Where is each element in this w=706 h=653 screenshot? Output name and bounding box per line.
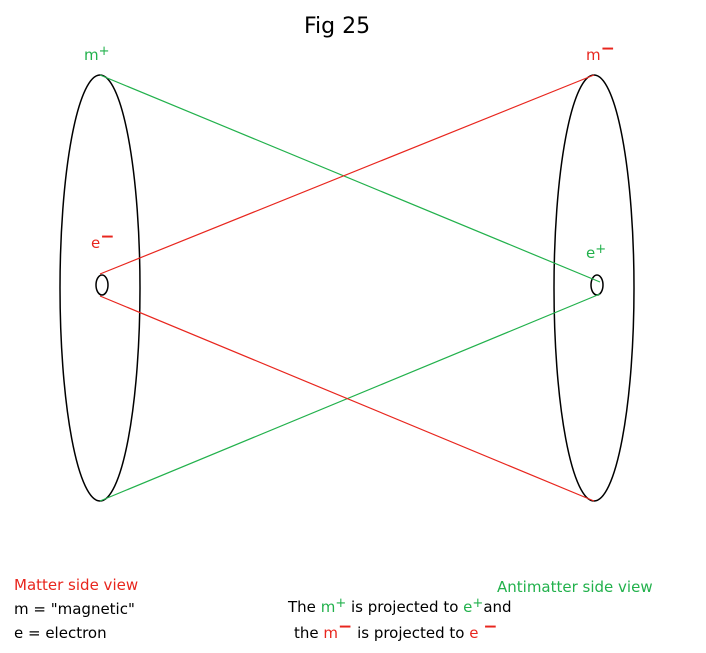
caption-line-1: The m+ is projected to e+and xyxy=(288,596,512,616)
right-cone-ellipse xyxy=(553,74,635,502)
green-line-bottom xyxy=(99,293,601,502)
red-line-bottom xyxy=(99,295,595,502)
antimatter-side-label: Antimatter side view xyxy=(497,578,653,596)
label-e-plus: e+ xyxy=(586,242,607,262)
label-m-minus: m− xyxy=(586,39,615,65)
label-m-plus: m+ xyxy=(84,44,110,64)
label-e-minus: e− xyxy=(91,227,115,253)
right-apex-ellipse xyxy=(590,274,604,296)
green-line-top xyxy=(99,74,601,283)
matter-side-label: Matter side view xyxy=(14,576,139,594)
left-apex-ellipse xyxy=(95,274,109,296)
red-line-top xyxy=(99,74,595,275)
left-cone-ellipse xyxy=(59,74,141,502)
m-definition: m = "magnetic" xyxy=(14,600,135,618)
figure-title: Fig 25 xyxy=(304,14,371,39)
e-definition: e = electron xyxy=(14,624,107,642)
caption-line-2: the m− is projected to e − xyxy=(294,617,498,643)
